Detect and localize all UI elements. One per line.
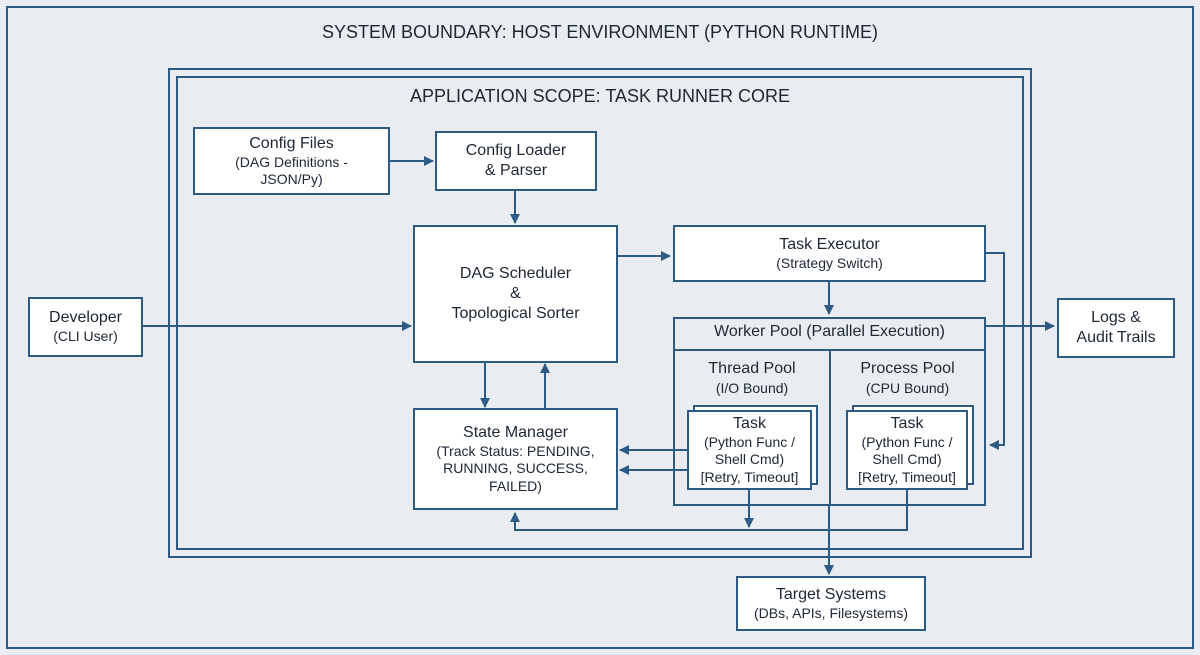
config-files-sub1: (DAG Definitions - [235, 153, 348, 170]
config-loader-box: Config Loader & Parser [435, 131, 597, 191]
config-loader-line1: Config Loader [465, 142, 567, 159]
config-files-sub2: JSON/Py) [260, 171, 323, 187]
system-boundary [6, 6, 1194, 649]
task-executor-box: Task Executor (Strategy Switch) [673, 225, 986, 282]
process-task-box: Task (Python Func / Shell Cmd) [Retry, T… [846, 410, 968, 490]
state-manager-title: State Manager [463, 423, 568, 441]
thread-pool-subtitle: (I/O Bound) [715, 380, 789, 396]
state-manager-box: State Manager (Track Status: PENDING, RU… [413, 408, 618, 510]
scheduler-line1: DAG Scheduler [459, 265, 572, 282]
process-task-title: Task [890, 414, 924, 432]
developer-title: Developer [49, 309, 122, 327]
target-systems-subtitle: (DBs, APIs, Filesystems) [753, 604, 909, 621]
process-task-line1: (Python Func / [861, 433, 953, 450]
thread-task-line3: [Retry, Timeout] [700, 468, 799, 485]
logs-line2: Audit Trails [1076, 329, 1156, 346]
executor-subtitle: (Strategy Switch) [776, 254, 883, 271]
config-files-title: Config Files [249, 134, 334, 152]
scheduler-line3: Topological Sorter [451, 305, 580, 322]
thread-task-box: Task (Python Func / Shell Cmd) [Retry, T… [687, 410, 812, 490]
target-systems-title: Target Systems [775, 585, 887, 603]
application-scope [168, 68, 1032, 558]
logs-line1: Logs & [1091, 309, 1141, 326]
thread-pool-title: Thread Pool [708, 360, 796, 377]
scheduler-line2: & [510, 285, 521, 302]
process-pool-title: Process Pool [860, 360, 955, 377]
state-manager-line2: RUNNING, SUCCESS, FAILED) [443, 460, 588, 494]
executor-title: Task Executor [779, 235, 880, 253]
dag-scheduler-box: DAG Scheduler & Topological Sorter [413, 225, 618, 363]
target-systems-box: Target Systems (DBs, APIs, Filesystems) [736, 576, 926, 631]
application-scope-inner [176, 76, 1024, 550]
thread-task-line2: Shell Cmd) [714, 451, 785, 468]
thread-task-title: Task [733, 414, 766, 432]
application-scope-title: APPLICATION SCOPE: TASK RUNNER CORE [409, 86, 791, 106]
process-task-line3: [Retry, Timeout] [858, 468, 956, 485]
config-files-box: Config Files (DAG Definitions - JSON/Py) [193, 127, 390, 195]
config-loader-line2: & Parser [484, 162, 548, 179]
state-manager-line1: (Track Status: PENDING, [436, 442, 595, 459]
system-boundary-title: SYSTEM BOUNDARY: HOST ENVIRONMENT (PYTHO… [321, 22, 879, 42]
developer-subtitle: (CLI User) [53, 328, 118, 345]
developer-box: Developer (CLI User) [28, 297, 143, 357]
process-task-line2: Shell Cmd) [872, 451, 942, 468]
logs-box: Logs & Audit Trails [1057, 298, 1175, 358]
worker-pool-title: Worker Pool (Parallel Execution) [714, 323, 945, 340]
process-pool-subtitle: (CPU Bound) [865, 380, 950, 396]
thread-task-line1: (Python Func / [703, 433, 796, 450]
